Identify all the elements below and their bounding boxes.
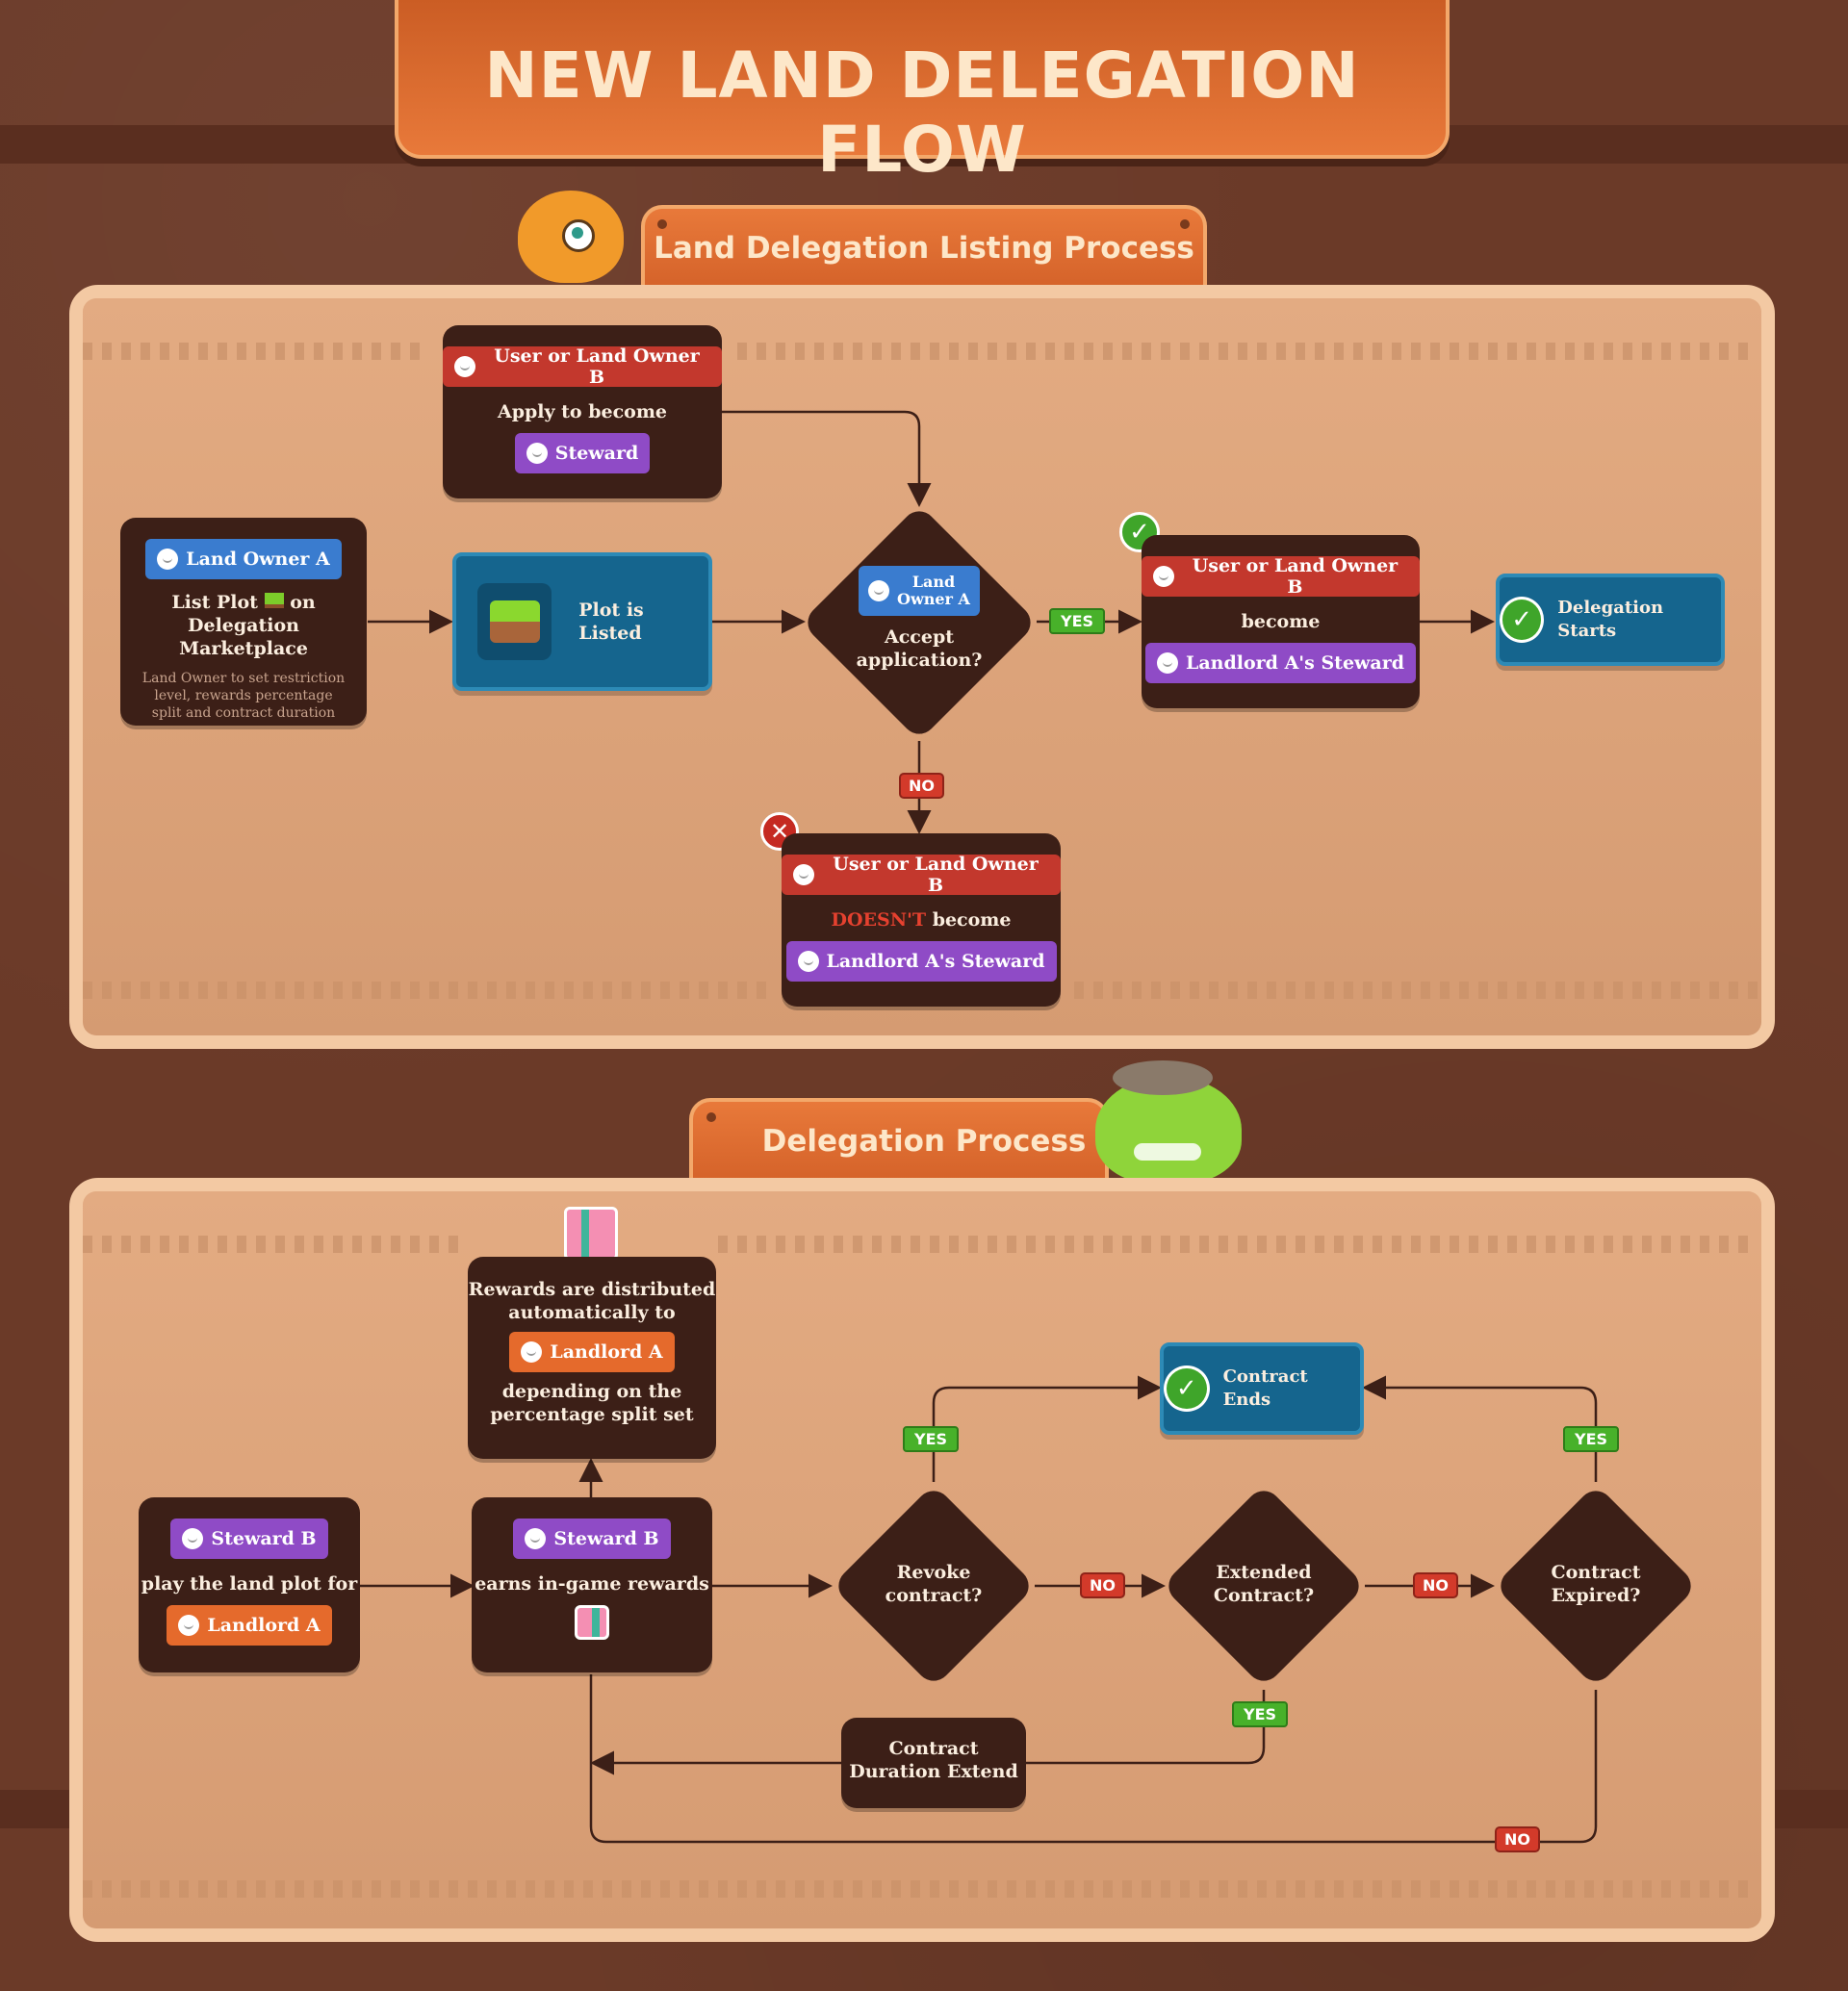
apply-text: Apply to become [497,401,668,422]
user-icon [454,356,475,377]
user-icon [797,951,819,972]
no-label: NO [1080,1572,1125,1598]
steward-b-badge: Steward B [513,1519,671,1559]
user-icon [521,1341,543,1363]
yes-label: YES [1563,1426,1620,1452]
extend-line-2: Duration Extend [849,1761,1018,1782]
section2-title: Delegation Process [761,1124,1087,1159]
no-label: NO [1413,1572,1458,1598]
become-text: become [1241,611,1321,632]
user-role-badge: User or Land Owner B [443,345,722,388]
landlord-a-badge: Landlord A [509,1332,675,1372]
earn-text: earns in-game rewards [475,1573,709,1595]
user-role-badge: User or Land Owner B [1142,555,1420,598]
decor-strip [737,343,1758,360]
contract-ends-label: Contract Ends [1222,1366,1308,1410]
no-label: NO [1495,1826,1540,1852]
no-label: NO [899,773,944,799]
grass-block-icon [477,583,552,660]
yes-label: YES [903,1426,960,1452]
section1-banner [641,205,1207,286]
landlord-steward-badge: Landlord A's Steward [1145,643,1416,683]
delegation-starts-box: ✓ Delegation Starts [1496,574,1725,666]
rivet [706,1112,716,1122]
rivet [657,219,667,229]
rewards-text-3: depending on the [501,1381,682,1402]
plot-listed-label: Plot is Listed [578,600,644,644]
decor-strip [83,1236,468,1253]
user-icon [525,1528,547,1549]
doesnt-become-text: DOESN'T become [831,909,1012,931]
user-role-badge: User or Land Owner B [782,854,1061,896]
page-title: NEW LAND DELEGATION FLOW [484,38,1360,187]
decor-strip [83,982,766,999]
decor-strip [83,343,429,360]
contract-ends-box: ✓ Contract Ends [1160,1342,1364,1435]
land-owner-badge: Land Owner A [145,539,342,579]
gift-icon [575,1605,609,1640]
decor-strip [83,1880,1758,1898]
landlord-steward-badge: Landlord A's Steward [785,941,1057,982]
monster-mascot-icon [1095,1060,1242,1184]
user-icon [793,864,814,885]
steward-badge: Steward [514,433,651,473]
user-icon [1157,652,1178,674]
steward-b-badge: Steward B [170,1519,328,1559]
rivet [1180,219,1190,229]
owner-note: Land Owner to set restriction level, rew… [141,671,346,721]
user-icon [178,1615,200,1636]
rewards-text-4: percentage split set [490,1404,694,1425]
delegation-starts-label: Delegation Starts [1557,598,1664,641]
rewards-text-1: Rewards are distributed [468,1279,716,1300]
play-text: play the land plot for [141,1573,358,1595]
land-owner-box: Land Owner A List Plot on Delegation Mar… [120,518,367,726]
marketplace-text: Delegation Marketplace [179,615,308,659]
steward-play-box: Steward B play the land plot for Landlor… [139,1497,360,1672]
check-icon: ✓ [1164,1366,1210,1412]
plot-icon [264,593,284,608]
check-icon: ✓ [1500,597,1545,643]
earn-rewards-box: Steward B earns in-game rewards [472,1497,712,1672]
apply-box: User or Land Owner B Apply to become Ste… [443,325,722,498]
rewards-distributed-box: Rewards are distributed automatically to… [468,1257,716,1459]
user-icon [1153,566,1174,587]
list-plot-text: List Plot on [171,592,316,613]
user-icon [157,549,179,570]
yes-label: YES [1049,608,1106,634]
user-icon [868,580,890,601]
section2-banner [689,1098,1109,1179]
gift-box-icon [564,1207,618,1261]
landlord-a-badge: Landlord A [167,1605,332,1646]
plot-listed-box: Plot is Listed [452,552,712,691]
cat-mascot-icon [518,191,624,283]
decor-strip [718,1236,1758,1253]
decor-strip [1074,982,1758,999]
becomes-steward-box: User or Land Owner B become Landlord A's… [1142,535,1420,708]
extend-line-1: Contract [888,1738,979,1759]
contract-extend-box: Contract Duration Extend [841,1718,1026,1808]
rewards-text-2: automatically to [508,1302,676,1323]
section1-title: Land Delegation Listing Process [654,231,1194,266]
yes-label: YES [1232,1701,1289,1727]
not-steward-box: User or Land Owner B DOESN'T become Land… [782,833,1061,1007]
title-banner [395,0,1450,159]
user-icon [526,443,548,464]
user-icon [182,1528,204,1549]
